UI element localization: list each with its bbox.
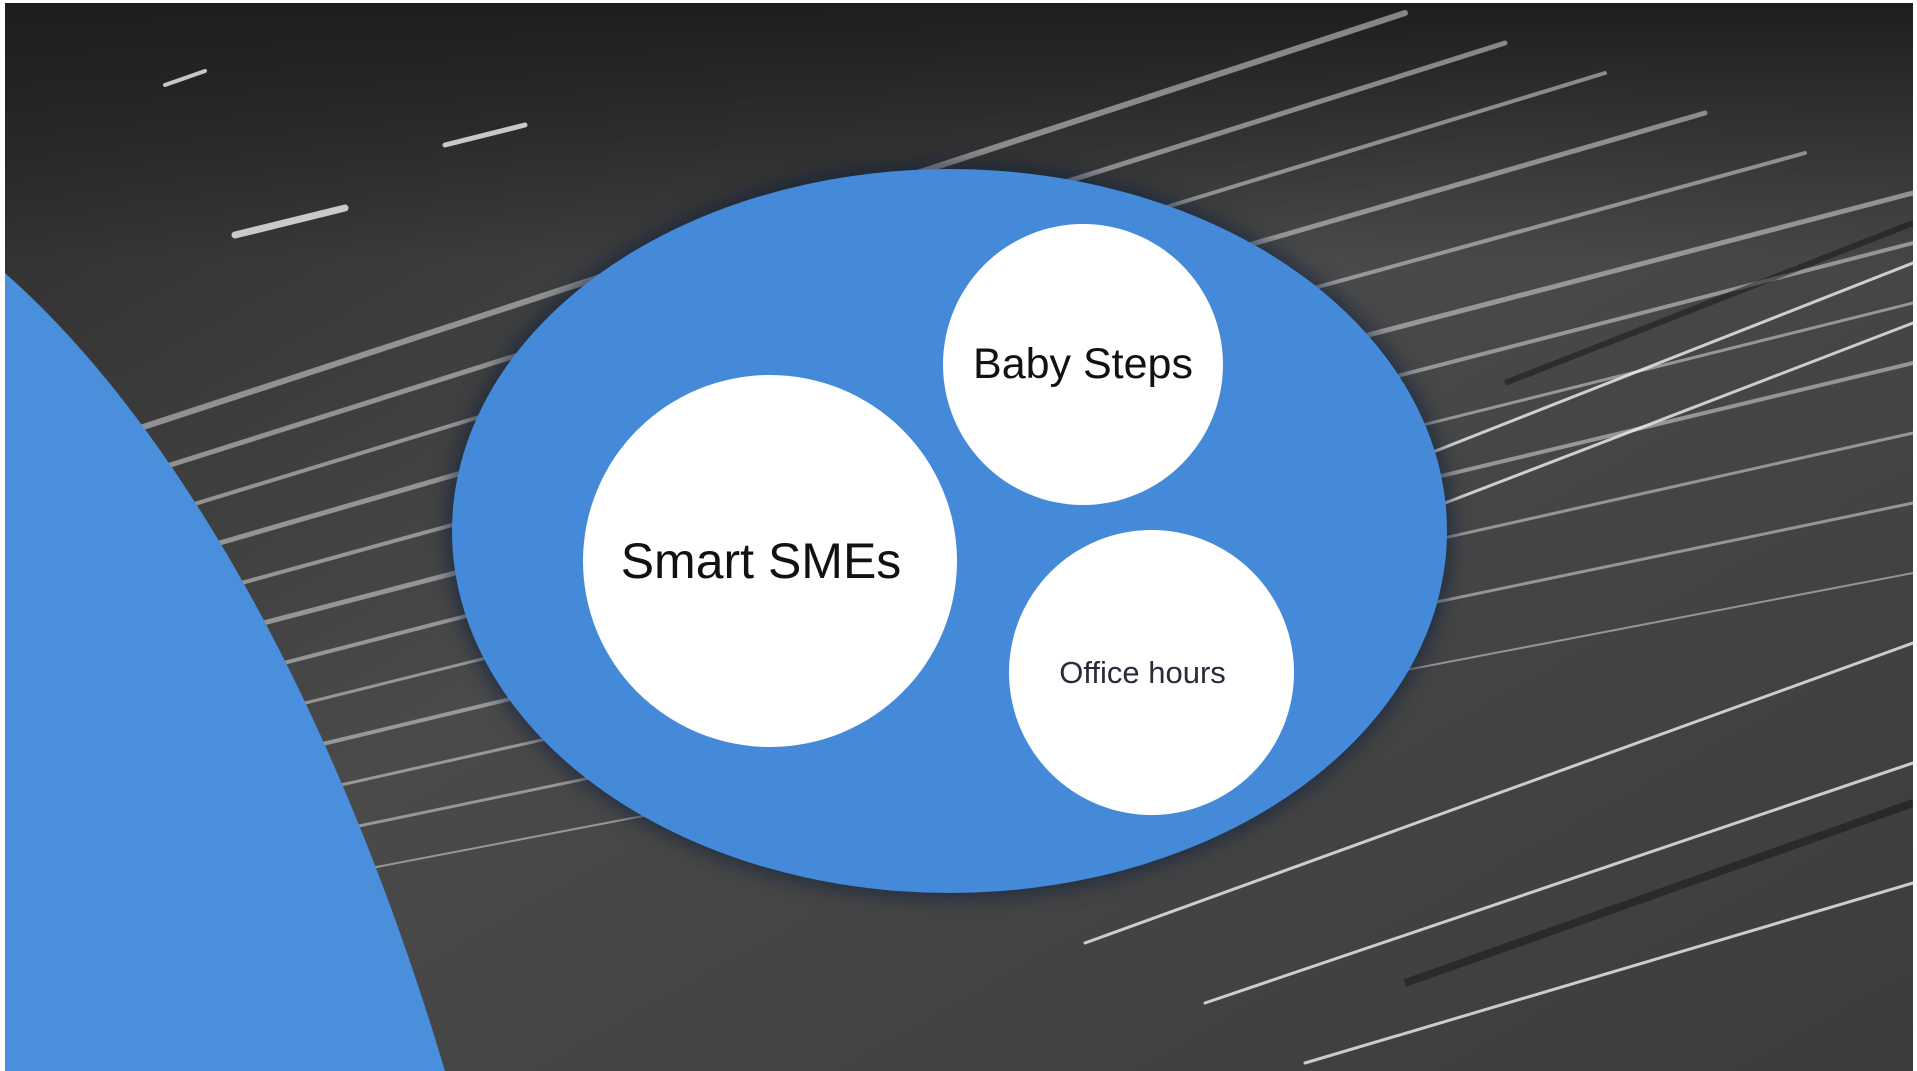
node-baby-steps: Baby Steps <box>943 224 1223 505</box>
node-smart-smes-label: Smart SMEs <box>620 533 902 589</box>
node-office-hours: Office hours <box>1009 530 1294 815</box>
node-office-hours-label: Office hours <box>1059 654 1226 690</box>
node-smart-smes: Smart SMEs <box>583 375 957 747</box>
slide: Smart SMEs Baby Steps Office hours <box>5 3 1913 1071</box>
node-baby-steps-label: Baby Steps <box>973 340 1193 388</box>
left-blue-arc-shape <box>5 273 445 1071</box>
